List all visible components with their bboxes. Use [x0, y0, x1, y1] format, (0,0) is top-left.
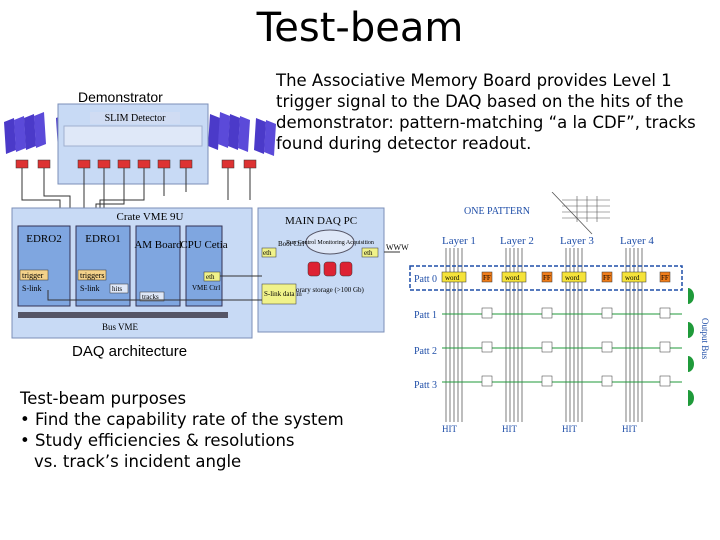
pattern-label: Patt 1 — [414, 310, 437, 321]
svg-text:FF: FF — [603, 274, 611, 282]
pattern-label: Patt 0 — [414, 274, 437, 285]
pattern-0-cells: word FF word FF word FF word FF — [441, 271, 671, 283]
svg-text:HIT: HIT — [502, 424, 517, 434]
layer-label: Layer 1 — [442, 235, 476, 247]
purpose-item: • Study efficiencies & resolutions — [20, 431, 295, 450]
one-pattern-lines — [562, 196, 610, 222]
slink-label: S-link — [80, 284, 100, 293]
vme-ctrl-label: VME Ctrl — [192, 284, 220, 292]
storage-disks — [307, 261, 353, 277]
svg-text:FF: FF — [661, 274, 669, 282]
temp-storage-label: Temporary storage (>100 Gb) — [280, 286, 364, 294]
description-text: The Associative Memory Board provides Le… — [276, 71, 696, 153]
cpu-label: CPU Cetia — [180, 239, 227, 251]
main-daq-pc-box — [257, 207, 385, 333]
pattern-0-frame — [409, 265, 683, 291]
pattern-lines — [442, 313, 682, 383]
layer-label: Layer 3 — [560, 235, 594, 247]
tracks-label: tracks — [142, 293, 159, 301]
trigger-label: trigger — [22, 271, 44, 280]
edro2-board — [17, 225, 71, 307]
hit-labels: HIT HIT HIT HIT — [442, 424, 637, 434]
svg-text:HIT: HIT — [442, 424, 457, 434]
svg-text:FF: FF — [483, 274, 491, 282]
run-control-label: Run Control Monitoring Acquisition — [286, 240, 374, 246]
output-markers — [688, 288, 694, 406]
boot-ctrl-label: Boot Ctrl — [278, 240, 304, 248]
svg-text:word: word — [625, 274, 640, 282]
svg-text:FF: FF — [543, 274, 551, 282]
edro1-label: EDRO1 — [85, 233, 120, 245]
one-pattern-label: ONE PATTERN — [464, 206, 530, 217]
crate-label: Crate VME 9U — [116, 211, 183, 223]
purpose-item: vs. track’s incident angle — [34, 452, 242, 471]
am-board-pattern-diagram: ONE PATTERN Layer 1 Layer 2 Layer 3 Laye… — [409, 192, 710, 434]
svg-text:word: word — [505, 274, 520, 282]
readout-chips — [15, 159, 257, 169]
bus-vme — [18, 312, 228, 318]
page-title: Test-beam — [256, 5, 464, 51]
main-daq-label: MAIN DAQ PC — [285, 215, 357, 227]
eth-label: eth — [206, 273, 215, 281]
daq-architecture-diagram: SLIM Detector Crate VME 9U EDRO2 EDRO1 A… — [4, 103, 409, 339]
www-label: WWW — [386, 243, 409, 252]
layer-headers: Layer 1 Layer 2 Layer 3 Layer 4 — [442, 235, 654, 247]
svg-text:HIT: HIT — [622, 424, 637, 434]
connection-lines — [47, 251, 400, 301]
svg-text:HIT: HIT — [562, 424, 577, 434]
eth-label: eth — [263, 249, 272, 257]
hits-label: hits — [112, 285, 122, 293]
slink-label: S-link — [22, 284, 42, 293]
daq-architecture-label: DAQ architecture — [72, 343, 188, 360]
eth-label: eth — [364, 249, 373, 257]
am-board-label: AM Board — [134, 239, 182, 251]
edro2-label: EDRO2 — [26, 233, 61, 245]
purposes-heading: Test-beam purposes — [20, 389, 187, 408]
output-bus-label: Output Bus — [700, 318, 710, 360]
slink-data-label: S-link data in — [264, 290, 302, 298]
slim-detector-label: SLIM Detector — [105, 113, 166, 124]
cpu-board — [185, 225, 223, 307]
purposes-block: Test-beam purposes • Find the capability… — [20, 388, 440, 472]
pattern-label: Patt 3 — [414, 380, 437, 391]
bus-vme-label: Bus VME — [102, 322, 139, 332]
layer-label: Layer 4 — [620, 235, 654, 247]
ff-cells — [481, 307, 671, 387]
svg-text:word: word — [445, 274, 460, 282]
svg-text:word: word — [565, 274, 580, 282]
pattern-labels: Patt 0 Patt 1 Patt 2 Patt 3 — [414, 274, 437, 391]
pattern-label: Patt 2 — [414, 346, 437, 357]
demonstrator-label: Demonstrator — [78, 89, 163, 105]
layer-label: Layer 2 — [500, 235, 534, 247]
triggers-label: triggers — [80, 271, 104, 280]
purpose-item: • Find the capability rate of the system — [20, 410, 344, 429]
